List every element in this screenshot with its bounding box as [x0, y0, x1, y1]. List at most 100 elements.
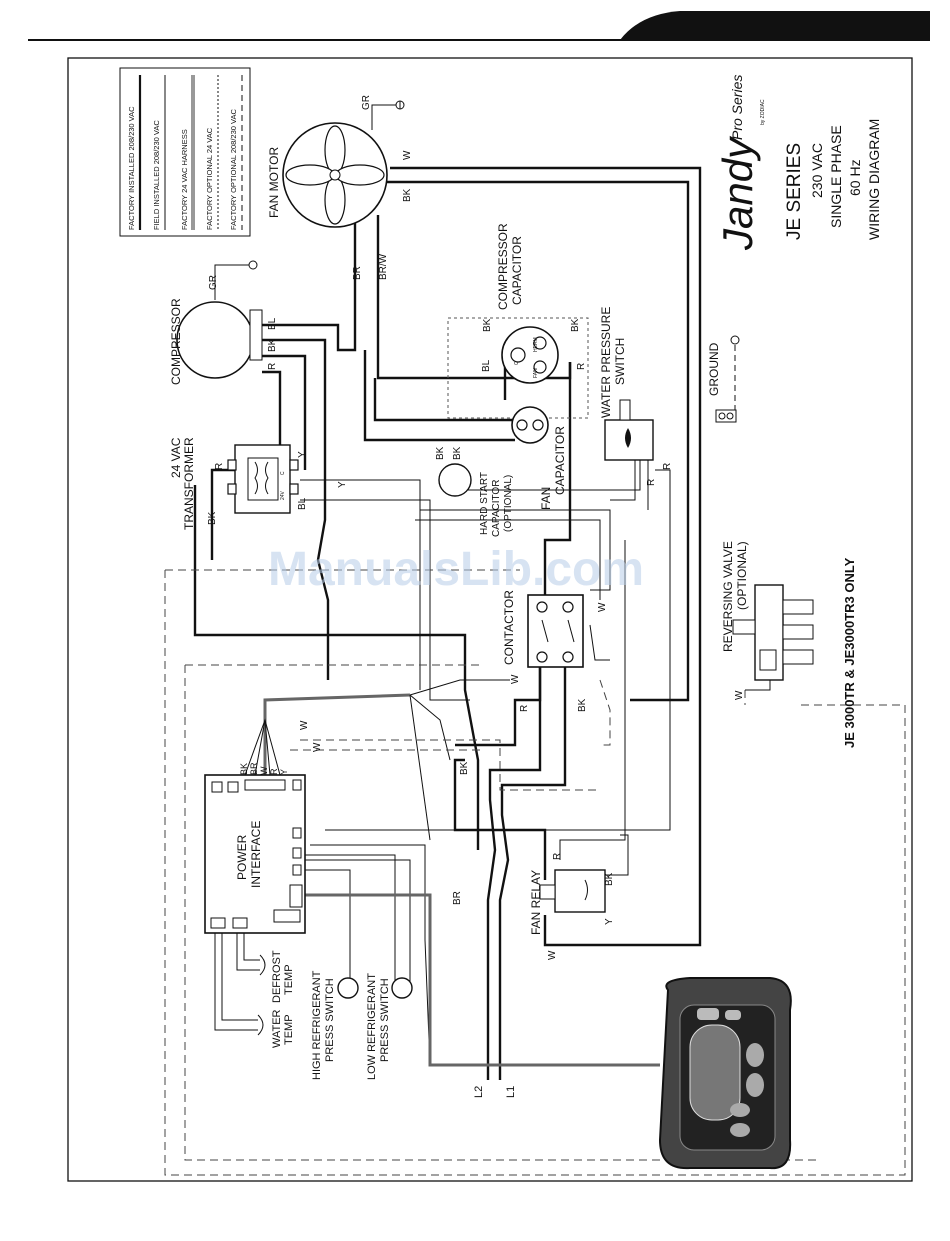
label-l2: L2 — [473, 1086, 485, 1098]
compressor — [176, 260, 263, 379]
ground-icon — [248, 260, 258, 270]
wire-label-r-cap: R — [576, 363, 587, 370]
title-diagram: WIRING DIAGRAM — [866, 119, 882, 240]
wire-label-bk-cap-right: BK — [570, 318, 581, 332]
label-hard-start-3: (OPTIONAL) — [503, 475, 514, 532]
label-transformer-2: TRANSFORMER — [182, 437, 196, 530]
cap-herm: HERM — [533, 337, 539, 352]
label-water-temp-1: WATER — [271, 1009, 283, 1048]
wire-label-bk-hs-1: BK — [435, 446, 446, 460]
transformer-24v: 24V — [280, 490, 286, 500]
label-hard-start-1: HARD START — [479, 472, 490, 535]
label-reversing-1: REVERSING VALVE — [721, 541, 735, 652]
wire-label-w-harness: W — [259, 766, 269, 775]
wire-label-brw: BR/W — [378, 253, 389, 280]
wire-label-r-trans: R — [214, 463, 225, 470]
wire-label-bk-harness: BK — [239, 763, 249, 775]
wire-label-br-lower: BR — [452, 891, 463, 905]
wire-label-w-fan: W — [402, 150, 413, 160]
legend-factory-installed: FACTORY INSTALLED 208/230 VAC — [127, 106, 136, 230]
transformer-c: C — [280, 471, 286, 475]
cap-fan: FAN — [533, 368, 539, 378]
label-power-1: POWER — [235, 834, 249, 880]
ground-terminal — [715, 335, 740, 423]
label-water-temp-2: TEMP — [283, 1014, 295, 1045]
label-defrost-2: TEMP — [283, 964, 295, 995]
wire-label-gr-fan: GR — [361, 95, 372, 110]
fan-relay — [539, 869, 606, 913]
page-header — [28, 11, 930, 41]
wire-label-r-harness: R — [269, 768, 279, 775]
label-fan-motor: FAN MOTOR — [267, 147, 281, 218]
label-l1: L1 — [505, 1086, 517, 1098]
wire-label-bk-contactor: BK — [577, 698, 588, 712]
legend-field-installed: FIELD INSTALLED 208/230 VAC — [152, 120, 161, 230]
legend-24vac-harness: FACTORY 24 VAC HARNESS — [180, 129, 189, 230]
title-series: JE SERIES — [784, 143, 805, 240]
label-comp-cap-1: COMPRESSOR — [496, 223, 510, 310]
hard-start-capacitor — [438, 463, 472, 497]
cap-c: C — [514, 361, 520, 365]
title-voltage: 230 VAC — [809, 143, 825, 198]
label-transformer-1: 24 VAC — [169, 437, 183, 478]
diagram-frame — [67, 57, 913, 1182]
transformer — [227, 444, 299, 514]
label-low-ref-1: LOW REFRIGERANT — [366, 973, 378, 1080]
low-refrigerant-switch — [391, 977, 413, 999]
watermark: ManualsLib.com — [268, 543, 644, 596]
water-temp-sensor — [257, 1014, 264, 1036]
wire-label-y-harness: Y — [279, 769, 289, 775]
label-ground: GROUND — [707, 342, 721, 396]
label-fan-cap-1: FAN — [539, 487, 553, 510]
wire-label-w-board-2: W — [312, 742, 323, 752]
title-frequency: 60 Hz — [847, 159, 863, 196]
label-defrost-1: DEFROST — [271, 950, 283, 1003]
compressor-capacitor — [447, 317, 589, 419]
label-je-note: JE 3000TR & JE3000TR3 ONLY — [842, 557, 857, 748]
title-phase: SINGLE PHASE — [828, 125, 844, 228]
label-contactor: CONTACTOR — [502, 590, 516, 665]
brand-by: by ZODIAC — [760, 99, 766, 125]
wire-label-bk-hs-2: BK — [452, 446, 463, 460]
wire-label-bk-cap: BK — [482, 318, 493, 332]
wire-label-r-relay: R — [552, 853, 563, 860]
wire-label-w-relay: W — [547, 950, 558, 960]
wire-label-bl-cap: BL — [481, 359, 492, 372]
fan-motor — [282, 100, 405, 228]
wire-label-y-trans: Y — [297, 451, 308, 458]
label-fan-cap-2: CAPACITOR — [553, 426, 567, 495]
contactor — [527, 594, 584, 668]
wire-label-y: Y — [337, 481, 348, 488]
control-panel — [658, 977, 792, 1170]
wire-label-bk-lower: BK — [459, 761, 470, 775]
high-refrigerant-switch — [337, 977, 359, 999]
label-water-switch-1: WATER PRESSURE — [599, 307, 613, 418]
label-fan-relay: FAN RELAY — [529, 870, 543, 935]
label-low-ref-2: PRESS SWITCH — [379, 978, 391, 1062]
wire-label-r-comp: R — [267, 363, 278, 370]
power-interface-board — [204, 774, 306, 934]
wire-label-w-board-1: W — [299, 720, 310, 730]
label-power-2: INTERFACE — [249, 821, 263, 888]
wire-label-w-valve: W — [734, 690, 745, 700]
wire-label-br-harness: BR — [249, 762, 259, 775]
defrost-temp-sensor — [259, 954, 266, 976]
legend-box — [119, 67, 251, 237]
wire-label-bk-fan: BK — [402, 188, 413, 202]
wire-label-r-wps-1: R — [646, 479, 657, 486]
label-reversing-2: (OPTIONAL) — [735, 541, 749, 610]
wire-label-bl-trans: BL — [297, 497, 308, 510]
legend-optional-24vac: FACTORY OPTIONAL 24 VAC — [205, 127, 214, 230]
label-water-switch-2: SWITCH — [613, 338, 627, 385]
label-comp-cap-2: CAPACITOR — [510, 236, 524, 305]
brand-logo: Jandy — [714, 135, 761, 251]
label-high-ref-2: PRESS SWITCH — [324, 978, 336, 1062]
label-high-ref-1: HIGH REFRIGERANT — [311, 970, 323, 1080]
wire-label-y-relay: Y — [604, 918, 615, 925]
wire-label-br: BR — [352, 266, 363, 280]
brand-series: Pro Series — [729, 75, 745, 140]
wire-label-w-contactor-left: W — [510, 674, 521, 684]
wire-label-bk-trans: BK — [207, 511, 218, 525]
fan-capacitor — [511, 406, 549, 444]
